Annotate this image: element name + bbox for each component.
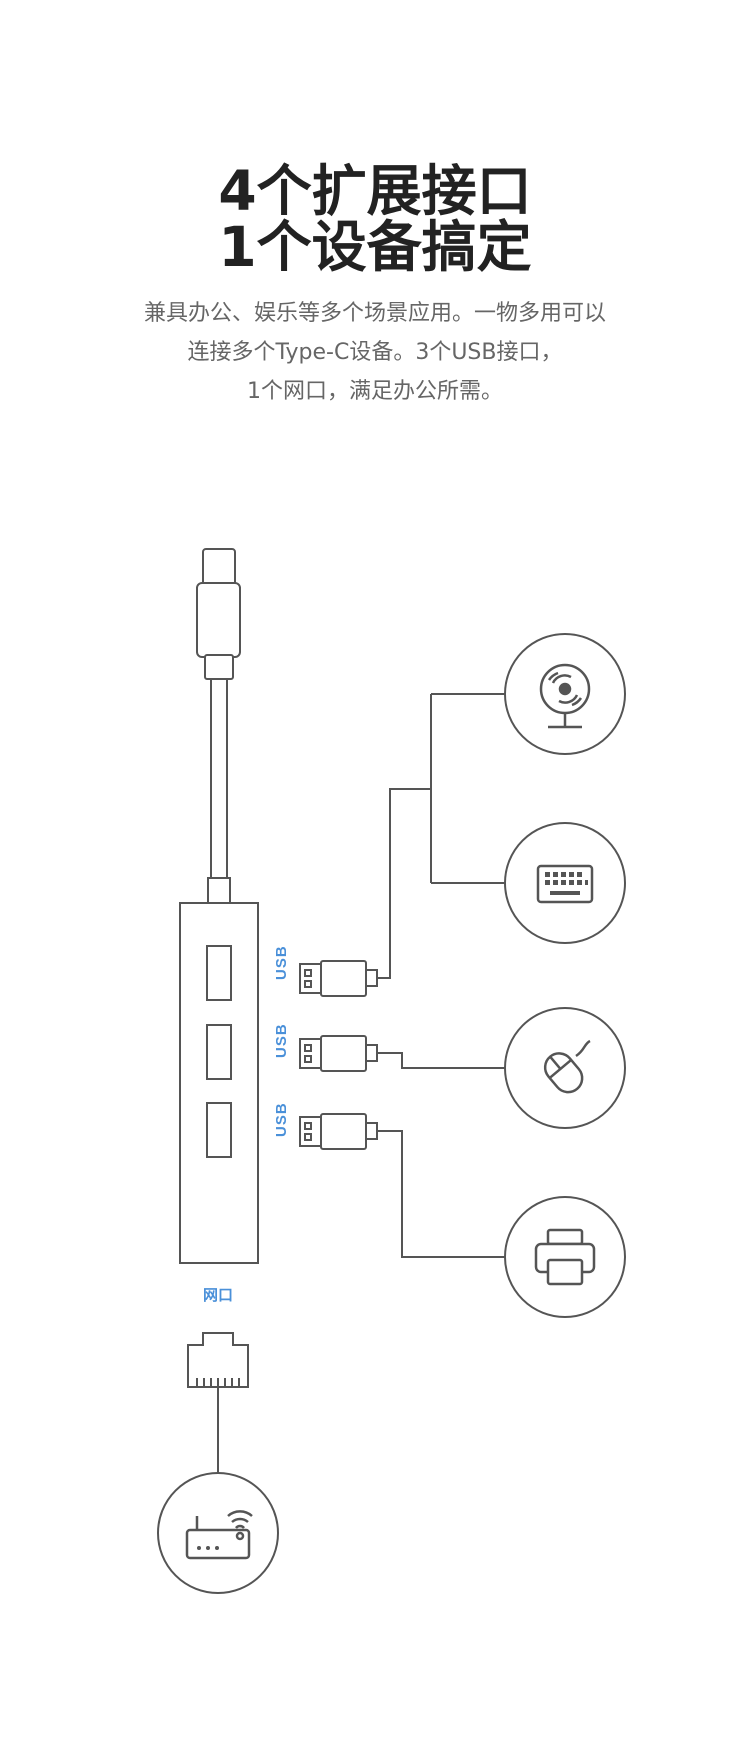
usb-plug-2 (299, 1035, 378, 1072)
usb-plug-1 (299, 960, 378, 997)
lan-label: 网口 (203, 1286, 233, 1304)
rj45-connector (187, 1332, 249, 1388)
usb-port-1 (206, 945, 232, 1001)
type-c-plug (196, 548, 241, 680)
mouse-icon (543, 1039, 591, 1094)
usb-label-1: USB (273, 945, 290, 980)
type-c-cable (207, 679, 231, 904)
router-icon (185, 1510, 253, 1560)
usb-label-3: USB (273, 1102, 290, 1137)
printer-icon (534, 1228, 596, 1286)
description-line-3: 1个网口，满足办公所需。 (247, 379, 503, 404)
usb-hub-body (179, 902, 259, 1264)
description-line-2: 连接多个Type-C设备。3个USB接口， (187, 340, 563, 365)
headline-line-1: 4个扩展接口 (218, 159, 532, 223)
usb-port-2 (206, 1024, 232, 1080)
headline: 4个扩展接口 1个设备搞定 (0, 163, 750, 275)
description-line-1: 兼具办公、娱乐等多个场景应用。一物多用可以 (143, 301, 606, 326)
usb-plug-3 (299, 1113, 378, 1150)
mouse-circle (504, 1007, 626, 1129)
router-circle (157, 1472, 279, 1594)
headline-line-2: 1个设备搞定 (218, 215, 532, 279)
description: 兼具办公、娱乐等多个场景应用。一物多用可以 连接多个Type-C设备。3个USB… (0, 294, 750, 411)
webcam-icon (539, 663, 591, 729)
usb-port-3 (206, 1102, 232, 1158)
keyboard-icon (536, 864, 594, 904)
connection-lines (217, 693, 505, 1473)
usb-label-2: USB (273, 1023, 290, 1058)
